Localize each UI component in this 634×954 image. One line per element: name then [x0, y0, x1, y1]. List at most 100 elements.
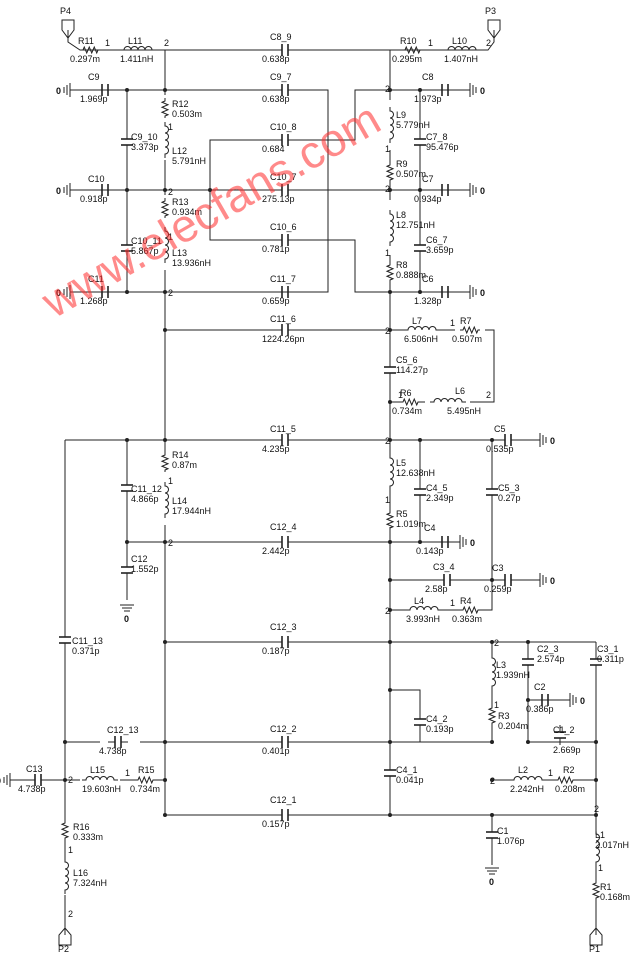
ground-symbol: 0 [530, 433, 555, 447]
component-designator: R4 [460, 596, 472, 606]
ground-label: 0 [0, 776, 1, 786]
pin-number: 1 [398, 390, 403, 400]
component-designator: C9_7 [270, 72, 292, 82]
component-designator: C3 [492, 563, 504, 573]
component-value: 0.333m [73, 832, 103, 842]
component-designator: C2 [534, 682, 546, 692]
component-designator: C10_6 [270, 222, 297, 232]
component-value: 2.017nH [595, 840, 629, 850]
component-value: 1.969p [80, 94, 108, 104]
component-value: 3.993nH [406, 614, 440, 624]
component-value: 1.552p [131, 564, 159, 574]
component-value: 5.779nH [396, 120, 430, 130]
ground-symbol: 0 [56, 83, 95, 97]
component-designator: R15 [138, 765, 155, 775]
component-designator: C12_2 [270, 724, 297, 734]
component-designator: C11_12 [131, 484, 162, 494]
component-value: 4.738p [99, 746, 127, 756]
component-value: 0.934m [172, 207, 202, 217]
port-p2-label: P2 [58, 944, 69, 954]
component-designator: R9 [396, 159, 408, 169]
component-designator: C10_11 [131, 236, 162, 246]
ground-label: 0 [480, 186, 485, 196]
component-value: 0.918p [80, 194, 108, 204]
component-value: 0.781p [262, 244, 290, 254]
component-designator: L2 [518, 765, 528, 775]
ground-label: 0 [124, 614, 129, 624]
component-designator: C9_10 [131, 132, 158, 142]
component-value: 0.208m [555, 784, 585, 794]
pin-number: 2 [494, 638, 499, 648]
component-value: 0.888m [396, 270, 426, 280]
component-designator: C12_4 [270, 522, 297, 532]
pin-number: 1 [168, 476, 173, 486]
component-designator: L5 [396, 458, 406, 468]
pin-number: 2 [168, 187, 173, 197]
component-value: 0.295m [392, 54, 422, 64]
ground-label: 0 [56, 186, 61, 196]
component-value: 2.442p [262, 546, 290, 556]
component-designator: R16 [73, 822, 90, 832]
component-value: 6.506nH [404, 334, 438, 344]
component-value: 0.638p [262, 54, 290, 64]
component-value: 0.507m [452, 334, 482, 344]
component-value: 2.58p [425, 584, 448, 594]
component-value: 12.751nH [396, 220, 435, 230]
component-designator: L7 [412, 316, 422, 326]
component-value: 4.866p [131, 494, 159, 504]
component-designator: C11_6 [270, 314, 296, 324]
component-designator: C1_2 [553, 725, 575, 735]
component-value: 0.193p [426, 724, 454, 734]
pin-number: 2 [594, 804, 599, 814]
component-designator: C3_1 [597, 644, 619, 654]
component-designator: C5_6 [396, 355, 418, 365]
component-value: 0.157p [262, 819, 290, 829]
ground-symbol: 0 [460, 83, 485, 97]
component-value: 2.669p [553, 745, 581, 755]
component-value: 4.738p [18, 784, 46, 794]
component-designator: L9 [396, 110, 406, 120]
component-designator: C11 [88, 274, 104, 284]
component-designator: L4 [414, 596, 424, 606]
component-designator: C2_3 [537, 644, 559, 654]
component-designator: R10 [400, 36, 417, 46]
component-designator: C12 [131, 554, 148, 564]
pin-number: 1 [450, 598, 455, 608]
component-designator: R8 [396, 260, 408, 270]
component-designator: C6_7 [426, 235, 448, 245]
component-designator: C10_7 [270, 172, 297, 182]
pin-number: 2 [490, 776, 495, 786]
component-value: 0.659p [262, 296, 290, 306]
pin-number: 2 [385, 436, 390, 446]
component-designator: R3 [498, 711, 510, 721]
ground-label: 0 [56, 288, 61, 298]
component-value: 0.168m [600, 892, 630, 902]
component-value: 3.659p [426, 245, 454, 255]
component-value: 0.535p [486, 444, 514, 454]
component-value: 0.27p [498, 493, 521, 503]
component-value: 4.235p [262, 444, 290, 454]
component-designator: C1 [497, 826, 509, 836]
ground-label: 0 [56, 86, 61, 96]
component-value: 0.297m [70, 54, 100, 64]
component-designator: L16 [73, 868, 88, 878]
component-designator: C3_4 [433, 562, 455, 572]
component-designator: C8 [422, 72, 434, 82]
component-value: 0.386p [526, 704, 554, 714]
ground-symbol: 0 [560, 693, 585, 707]
pin-number: 1 [450, 318, 455, 328]
component-designator: C12_1 [270, 795, 297, 805]
port-p4-label: P4 [60, 6, 71, 16]
pin-number: 2 [164, 38, 169, 48]
component-value: 0.204m [498, 721, 528, 731]
component-value: 0.363m [452, 614, 482, 624]
pin-number: 1 [125, 768, 130, 778]
component-designator: R2 [563, 765, 575, 775]
component-designator: C10 [88, 174, 105, 184]
component-designator: L6 [455, 386, 465, 396]
pin-number: 2 [486, 38, 491, 48]
component-value: 17.944nH [172, 506, 211, 516]
component-designator: R11 [78, 36, 94, 46]
component-value: 1.076p [497, 836, 525, 846]
